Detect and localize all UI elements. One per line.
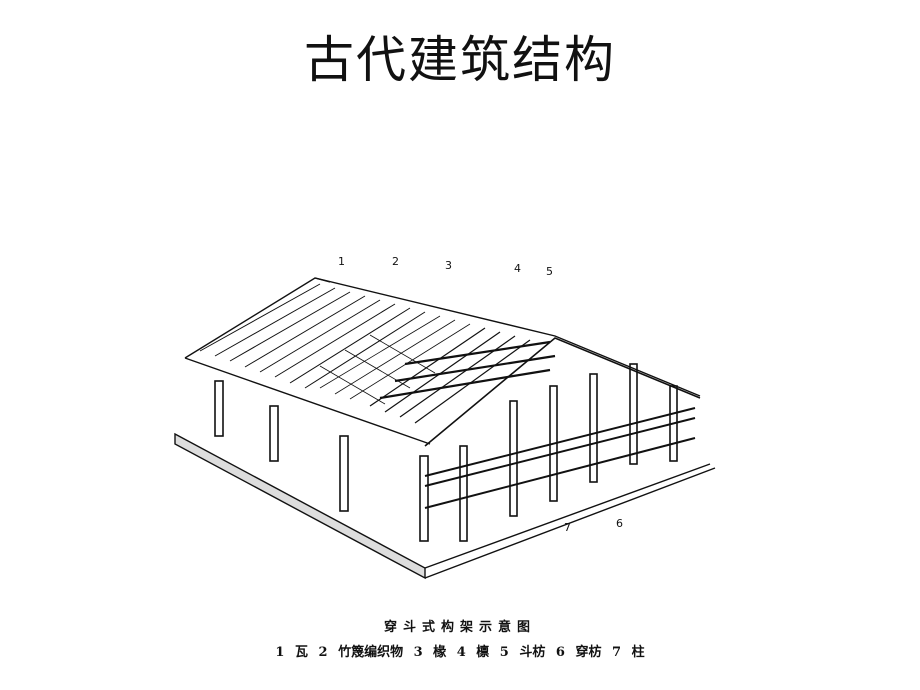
timber-frame-drawing bbox=[174, 277, 716, 580]
tie-beams bbox=[424, 407, 696, 509]
callout-2: 2 bbox=[392, 255, 399, 268]
callout-1: 1 bbox=[338, 255, 345, 268]
ground-platform bbox=[174, 432, 426, 580]
callout-5: 5 bbox=[546, 265, 553, 278]
callout-4: 4 bbox=[514, 262, 521, 275]
figure-caption: 穿斗式构架示意图 bbox=[383, 620, 536, 635]
chuandou-frame-diagram: 1 2 3 4 5 6 7 bbox=[170, 246, 720, 596]
roof-outline bbox=[184, 277, 701, 397]
gable-frame bbox=[424, 337, 701, 447]
bamboo-weave bbox=[319, 315, 471, 405]
slide-title: 古代建筑结构 bbox=[304, 31, 616, 89]
columns bbox=[214, 363, 678, 542]
figure-legend: 1 瓦 2 竹篾编织物 3 椽 4 檩 5 斗枋 6 穿枋 7 柱 bbox=[275, 645, 645, 660]
callout-3: 3 bbox=[445, 259, 452, 272]
roof-tiles bbox=[199, 283, 426, 389]
callout-6: 6 bbox=[616, 517, 623, 530]
rafters bbox=[369, 327, 531, 424]
callout-7: 7 bbox=[564, 521, 571, 534]
